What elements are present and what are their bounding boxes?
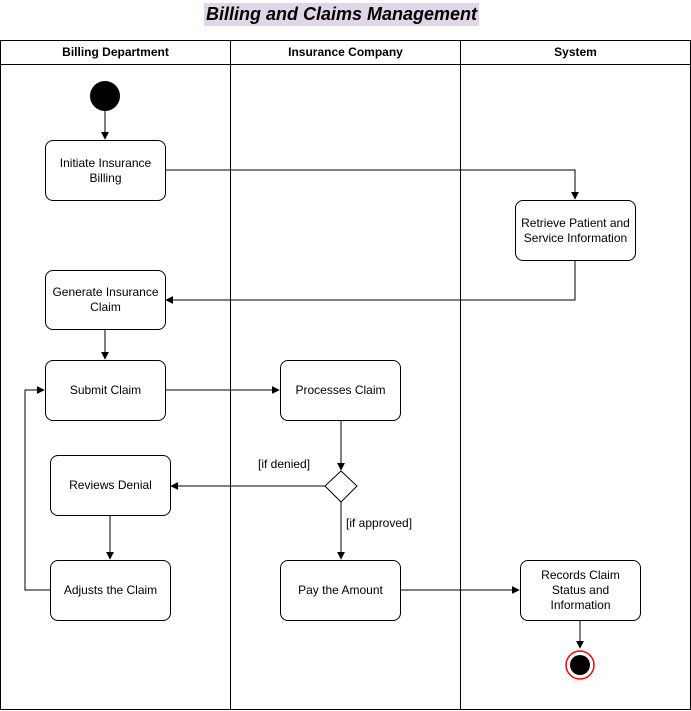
node-generate-insurance-claim: Generate Insurance Claim: [45, 270, 166, 330]
node-submit-claim: Submit Claim: [45, 360, 166, 421]
decision-diamond: [324, 470, 358, 503]
node-initiate-insurance-billing: Initiate Insurance Billing: [45, 140, 166, 201]
node-adjusts-the-claim: Adjusts the Claim: [50, 560, 171, 621]
lane-header-system: System: [461, 41, 690, 65]
edge-initiate-to-retrieve: [165, 169, 579, 200]
node-reviews-denial: Reviews Denial: [50, 455, 171, 516]
guard-if-approved: [if approved]: [346, 516, 413, 530]
edge-adjusts-to-submit: [24, 386, 50, 591]
node-retrieve-patient-info: Retrieve Patient and Service Information: [515, 200, 636, 261]
lane-header-billing-department: Billing Department: [1, 41, 230, 65]
lane-header-insurance-company: Insurance Company: [231, 41, 460, 65]
node-pay-the-amount: Pay the Amount: [280, 560, 401, 621]
end-node-core: [570, 655, 590, 675]
diagram-title: Billing and Claims Management: [204, 3, 480, 26]
node-records-claim-status: Records Claim Status and Information: [520, 560, 641, 621]
node-processes-claim: Processes Claim: [280, 360, 401, 421]
edge-retrieve-to-generate: [165, 261, 576, 304]
start-node: [90, 81, 120, 111]
guard-if-denied: [if denied]: [258, 457, 311, 471]
